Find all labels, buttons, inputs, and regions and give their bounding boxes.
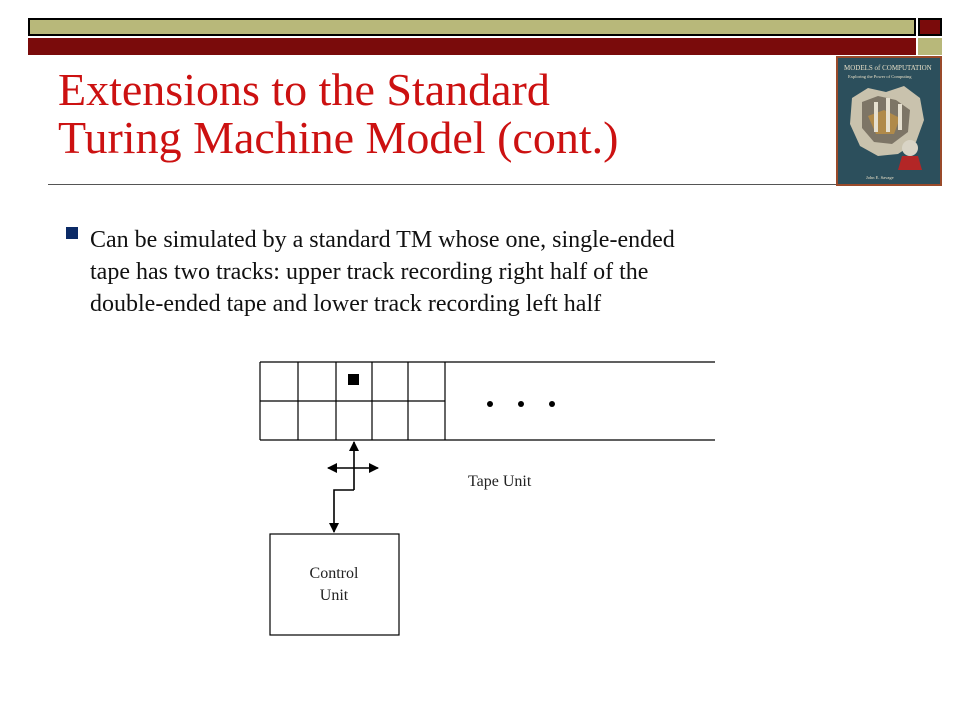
header-corner-olive [918, 38, 942, 55]
turing-machine-diagram: Tape Unit Control Unit [259, 361, 715, 636]
tape-unit-label: Tape Unit [468, 473, 532, 490]
bullet-line-2: tape has two tracks: upper track recordi… [90, 259, 649, 285]
tape-unit [259, 361, 715, 441]
down-arrow-icon [329, 489, 354, 533]
head-marker-icon [348, 374, 359, 385]
header-corner-red [918, 18, 942, 36]
book-cover-image: MODELS of COMPUTATION Exploring the Powe… [836, 56, 942, 186]
book-cover-title: MODELS of COMPUTATION [844, 64, 932, 72]
control-unit-label-line-2: Unit [320, 587, 349, 604]
slide-title: Extensions to the Standard Turing Machin… [58, 66, 818, 162]
bullet-line-1: Can be simulated by a standard TM whose … [90, 227, 675, 253]
control-unit-box [269, 533, 400, 636]
slide-title-line-2: Turing Machine Model (cont.) [58, 112, 619, 163]
book-cover-author: John E. Savage [866, 175, 894, 180]
slide-title-line-1: Extensions to the Standard [58, 64, 550, 115]
bullet-square-icon [66, 227, 78, 239]
header-bar-red [28, 38, 916, 55]
bullet-line-3: double-ended tape and lower track record… [90, 291, 602, 317]
header-bar-olive [28, 18, 916, 36]
book-cover-subtitle: Exploring the Power of Computing [848, 74, 912, 79]
title-divider [48, 184, 848, 185]
control-unit-label-line-1: Control [310, 565, 359, 582]
book-cover-art: MODELS of COMPUTATION Exploring the Powe… [838, 58, 940, 184]
bullet-text: Can be simulated by a standard TM whose … [90, 224, 880, 320]
ellipsis-dots-icon [487, 401, 555, 407]
head-move-arrows [327, 441, 379, 533]
